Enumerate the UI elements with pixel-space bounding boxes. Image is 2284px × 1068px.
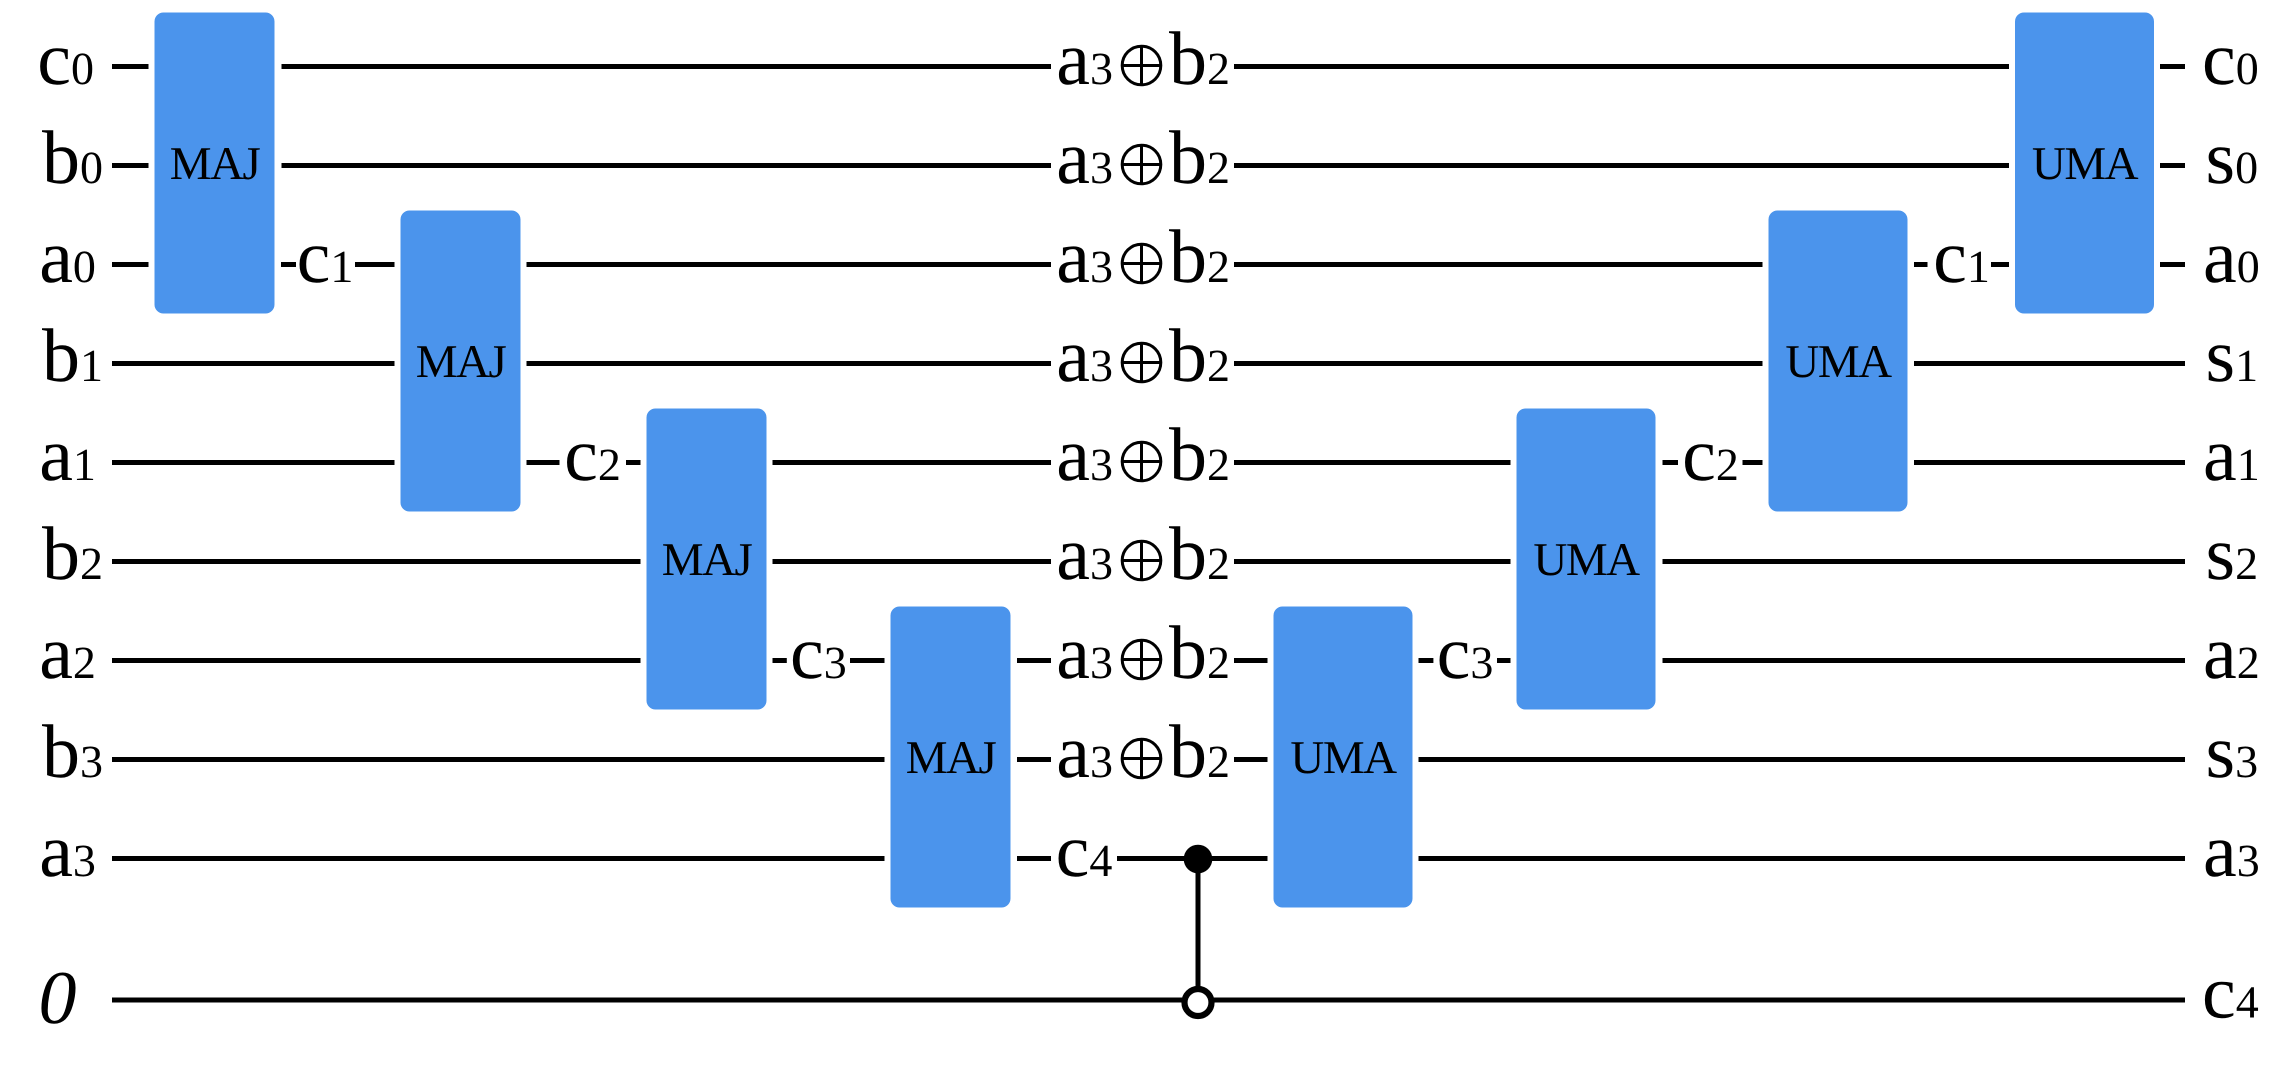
svg-text:s1: s1 <box>2206 314 2259 398</box>
svg-text:MAJ: MAJ <box>906 732 997 784</box>
svg-text:MAJ: MAJ <box>662 534 753 586</box>
svg-text:c1: c1 <box>1933 215 1990 299</box>
svg-text:c3: c3 <box>790 611 847 695</box>
svg-text:MAJ: MAJ <box>416 336 507 388</box>
svg-text:MAJ: MAJ <box>170 138 261 190</box>
svg-text:0: 0 <box>39 956 77 1040</box>
svg-text:c3: c3 <box>1437 611 1494 695</box>
svg-text:c1: c1 <box>297 215 354 299</box>
svg-text:UMA: UMA <box>1290 732 1397 784</box>
svg-text:UMA: UMA <box>1785 336 1892 388</box>
svg-text:b2: b2 <box>1169 413 1230 497</box>
svg-text:b2: b2 <box>1169 17 1230 101</box>
svg-text:b2: b2 <box>1169 611 1230 695</box>
svg-text:UMA: UMA <box>2032 138 2139 190</box>
svg-text:UMA: UMA <box>1533 534 1640 586</box>
svg-text:c0: c0 <box>2202 17 2259 101</box>
svg-text:a2: a2 <box>39 611 96 695</box>
